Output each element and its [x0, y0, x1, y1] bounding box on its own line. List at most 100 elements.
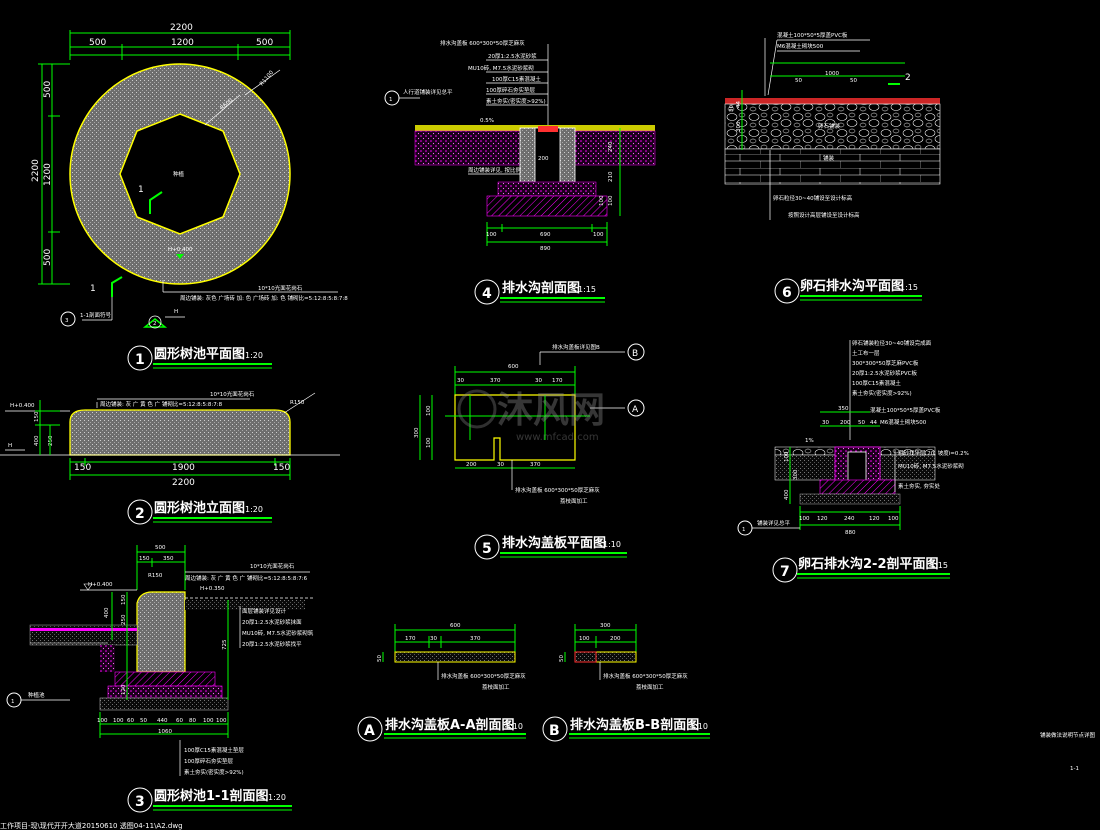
view-title: 排水沟盖板平面图 [502, 535, 606, 551]
cover-plate-outline [454, 394, 576, 461]
layer-notes: 排水沟盖板 600*300*50厚芝麻灰 20厚1:2.5水泥砂浆 MU10砖,… [440, 39, 549, 125]
label: R150 [290, 400, 305, 406]
section-mark: 2 [905, 73, 911, 83]
dim-text: 400 [34, 435, 40, 446]
view-number: 4 [482, 286, 492, 302]
dim-text: 170 [552, 378, 563, 384]
dim-text: 300 [736, 121, 742, 132]
svg-text:素土夯实(密实度>92%): 素土夯实(密实度>92%) [486, 97, 546, 105]
note: 10*10光面花岗石 [250, 562, 295, 570]
svg-text:80: 80 [189, 718, 196, 724]
dim-text: 44 [870, 420, 877, 426]
label: H [174, 309, 178, 315]
dim-text: 1060 [158, 729, 172, 735]
view-1-plan: 2200 500 1200 500 2200 500 1200 500 种植 R… [31, 23, 348, 371]
note: M6混凝土砌块500 [880, 418, 927, 426]
dim-text: 50 [795, 78, 802, 84]
svg-text:素土夯实, 夯实处: 素土夯实, 夯实处 [898, 482, 940, 490]
dim-text: 300 [414, 427, 420, 438]
svg-text:MU10砖, M7.5水泥砂浆砌: MU10砖, M7.5水泥砂浆砌 [898, 462, 964, 470]
view-number: 6 [782, 285, 792, 301]
side-note: 铺装做法说明节点详图 [1040, 731, 1096, 739]
dim-text: 1000 [825, 71, 839, 77]
label: 卵石铺装 [818, 122, 841, 130]
svg-text:排水沟盖板 600*300*50厚芝麻灰: 排水沟盖板 600*300*50厚芝麻灰 [440, 39, 525, 47]
view-scale: 1:10 [690, 722, 708, 731]
view-5-cover-plan: 600 30 370 30 170 300 100 100 200 30 370… [414, 343, 645, 560]
cover-section [394, 651, 516, 663]
dim-text: 30 [535, 378, 542, 384]
dim-text: 100 [784, 451, 790, 462]
svg-text:120: 120 [869, 516, 880, 522]
dim-text: 1200 [171, 38, 194, 48]
note: 周边铺装: 灰色 广场砖 加: 色 广场砖 加: 色 铺砌比=5:12:8:5:… [180, 294, 348, 302]
note: 排水沟盖板 600*300*50厚芝麻灰 [441, 672, 526, 680]
bottom-dims: 100 120 240 120 100 [799, 516, 899, 522]
section-mark [149, 191, 163, 214]
svg-text:粗砂找平层 20, 坡度i=0.2%: 粗砂找平层 20, 坡度i=0.2% [898, 449, 969, 457]
view-scale: 1:10 [603, 540, 621, 549]
dim-text: 250 [121, 614, 127, 625]
elevation-body [69, 409, 291, 456]
note: 排水沟盖板详见图B [552, 343, 600, 351]
layer-notes-right: 面层铺装详见设计 20厚1:2.5水泥砂浆抹面 MU10砖, M7.5水泥砂浆砌… [239, 606, 314, 648]
svg-text:3: 3 [65, 318, 69, 324]
view-title: 排水沟盖板A-A剖面图 [385, 717, 515, 733]
dim-text: 370 [470, 636, 481, 642]
dim-text: 200 [610, 636, 621, 642]
label: 种植 [173, 170, 185, 178]
label: H+0.400 [168, 247, 193, 253]
svg-text:100: 100 [113, 718, 124, 724]
view-2-elevation: H+0.400 H 150 400 250 R150 10*10光面花岗石 周边… [0, 390, 340, 525]
svg-text:300*300*50厚芝麻PVC板: 300*300*50厚芝麻PVC板 [852, 359, 919, 367]
label: R1100 [259, 69, 275, 87]
dim-text: 500 [256, 38, 273, 48]
svg-text:60: 60 [127, 718, 134, 724]
view-3-section: 500 150 350 150 250 400 120 725 H+0.400 … [6, 545, 315, 813]
svg-text:100: 100 [799, 516, 810, 522]
view-number: A [364, 723, 375, 739]
svg-text:240: 240 [844, 516, 855, 522]
view-scale: 1:20 [268, 793, 286, 802]
label: 200 [538, 156, 549, 162]
label: 铺装 [823, 154, 835, 162]
dim-text: 210 [608, 171, 614, 182]
svg-text:20厚1:2.5水泥砂浆: 20厚1:2.5水泥砂浆 [488, 52, 537, 60]
label: H+0.400 [88, 582, 113, 588]
svg-text:50: 50 [140, 718, 147, 724]
dim-text: 370 [490, 378, 501, 384]
view-arrow-icon [142, 318, 168, 328]
view-scale: 1:15 [578, 285, 596, 294]
svg-text:1: 1 [11, 699, 15, 705]
view-number: 7 [780, 564, 790, 580]
dim-text: 30 [457, 378, 464, 384]
label: 1 [90, 284, 96, 294]
svg-text:100: 100 [97, 718, 108, 724]
label: 种植池 [28, 691, 45, 699]
svg-text:60: 60 [176, 718, 183, 724]
svg-text:面层铺装详见设计: 面层铺装详见设计 [242, 607, 287, 615]
section-bubble [60, 311, 76, 327]
paving-layer [724, 148, 941, 185]
svg-text:100: 100 [203, 718, 214, 724]
dim-text: 100 [426, 405, 432, 416]
section-mark: A [632, 405, 639, 415]
dim-text: 600 [508, 364, 519, 370]
dim-text: 890 [540, 246, 551, 252]
svg-text:1: 1 [742, 527, 746, 533]
note: 荔枝面加工 [560, 497, 588, 505]
dim-text: 100 [426, 437, 432, 448]
view-scale: 1:20 [245, 505, 263, 514]
view-number: 5 [482, 541, 492, 557]
dim-text: 100 [486, 232, 497, 238]
svg-text:MU10砖, M7.5水泥砂浆砌筑: MU10砖, M7.5水泥砂浆砌筑 [242, 629, 314, 637]
note: 荔枝面加工 [636, 683, 664, 691]
dim-text: 500 [43, 249, 53, 266]
dim-text: 50 [850, 78, 857, 84]
note: 按照设计高层铺设至设计标高 [788, 211, 860, 219]
dim-text: 500 [155, 545, 166, 551]
svg-text:120: 120 [817, 516, 828, 522]
dim-text: 500 [89, 38, 106, 48]
drain-channel [847, 451, 867, 483]
